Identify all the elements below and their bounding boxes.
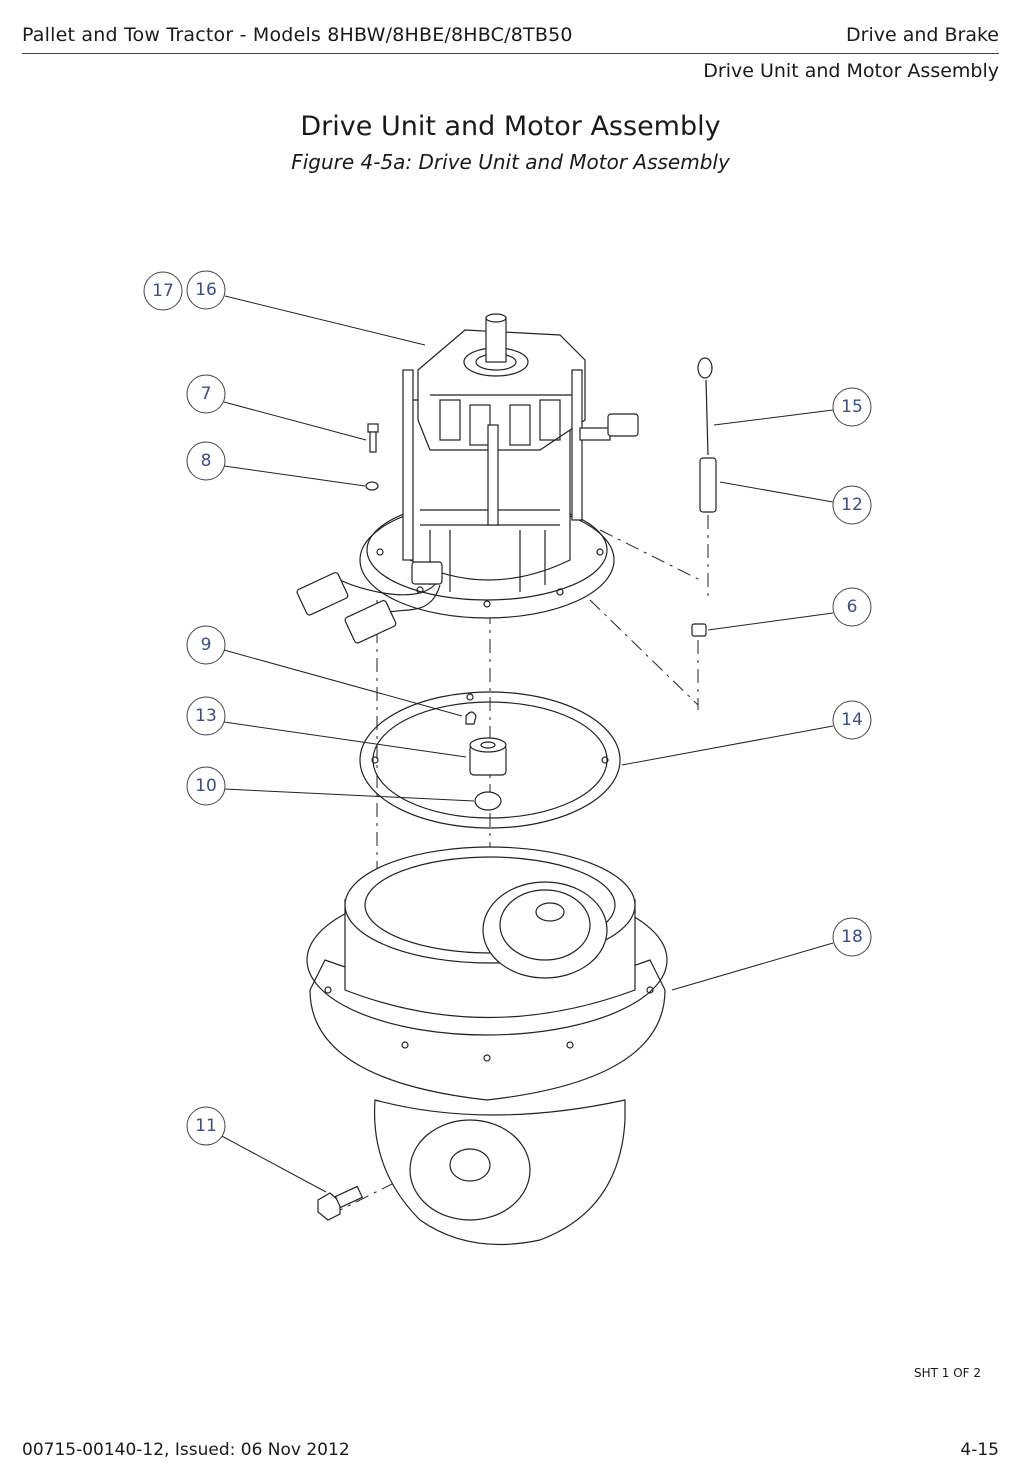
woodruff-key-part bbox=[465, 711, 477, 725]
callout-13: 13 bbox=[186, 696, 226, 736]
callout-11-label: 11 bbox=[195, 1116, 217, 1136]
drive-gearbox bbox=[306, 846, 668, 1246]
pinion-nut-part bbox=[474, 791, 502, 811]
callout-10: 10 bbox=[186, 766, 226, 806]
hex-nut-part bbox=[691, 623, 707, 637]
callout-12-label: 12 bbox=[841, 495, 863, 515]
leader-lines bbox=[217, 295, 834, 1193]
callout-14: 14 bbox=[832, 700, 872, 740]
callout-14-label: 14 bbox=[841, 710, 863, 730]
page-title: Drive Unit and Motor Assembly bbox=[300, 111, 721, 142]
pinion-gear-part bbox=[469, 737, 507, 776]
gasket-part bbox=[359, 691, 621, 829]
cap-screw-part bbox=[367, 423, 379, 453]
callout-7: 7 bbox=[186, 374, 226, 414]
hex-bolt-part bbox=[317, 1185, 364, 1221]
callout-13-label: 13 bbox=[195, 706, 217, 726]
callout-16-label: 16 bbox=[195, 280, 217, 300]
callout-9: 9 bbox=[186, 625, 226, 665]
temperature-sensor-part bbox=[697, 357, 717, 513]
callout-9-label: 9 bbox=[201, 635, 212, 655]
callout-17: 17 bbox=[143, 271, 183, 311]
sheet-number: SHT 1 OF 2 bbox=[913, 1366, 981, 1380]
footer-page-number: 4-15 bbox=[960, 1440, 999, 1460]
callout-15-label: 15 bbox=[841, 397, 863, 417]
callout-18: 18 bbox=[832, 917, 872, 957]
callout-18-label: 18 bbox=[841, 927, 863, 947]
callout-16: 16 bbox=[186, 270, 226, 310]
callout-6: 6 bbox=[832, 587, 872, 627]
figure-caption: Figure 4-5a: Drive Unit and Motor Assemb… bbox=[291, 150, 730, 174]
callout-8: 8 bbox=[186, 441, 226, 481]
callout-6-label: 6 bbox=[847, 597, 858, 617]
callout-7-label: 7 bbox=[201, 384, 212, 404]
callout-12: 12 bbox=[832, 485, 872, 525]
callout-15: 15 bbox=[832, 387, 872, 427]
callout-10-label: 10 bbox=[195, 776, 217, 796]
header-rule bbox=[22, 53, 999, 54]
drive-motor bbox=[296, 313, 639, 644]
header-document-title: Pallet and Tow Tractor - Models 8HBW/8HB… bbox=[22, 24, 573, 46]
lock-washer-part bbox=[365, 481, 379, 491]
header-subsection: Drive Unit and Motor Assembly bbox=[703, 60, 999, 82]
callout-17-label: 17 bbox=[152, 281, 174, 301]
callout-11: 11 bbox=[186, 1106, 226, 1146]
footer-document-number: 00715-00140-12, Issued: 06 Nov 2012 bbox=[22, 1440, 350, 1460]
callout-8-label: 8 bbox=[201, 451, 212, 471]
header-section: Drive and Brake bbox=[846, 24, 999, 46]
